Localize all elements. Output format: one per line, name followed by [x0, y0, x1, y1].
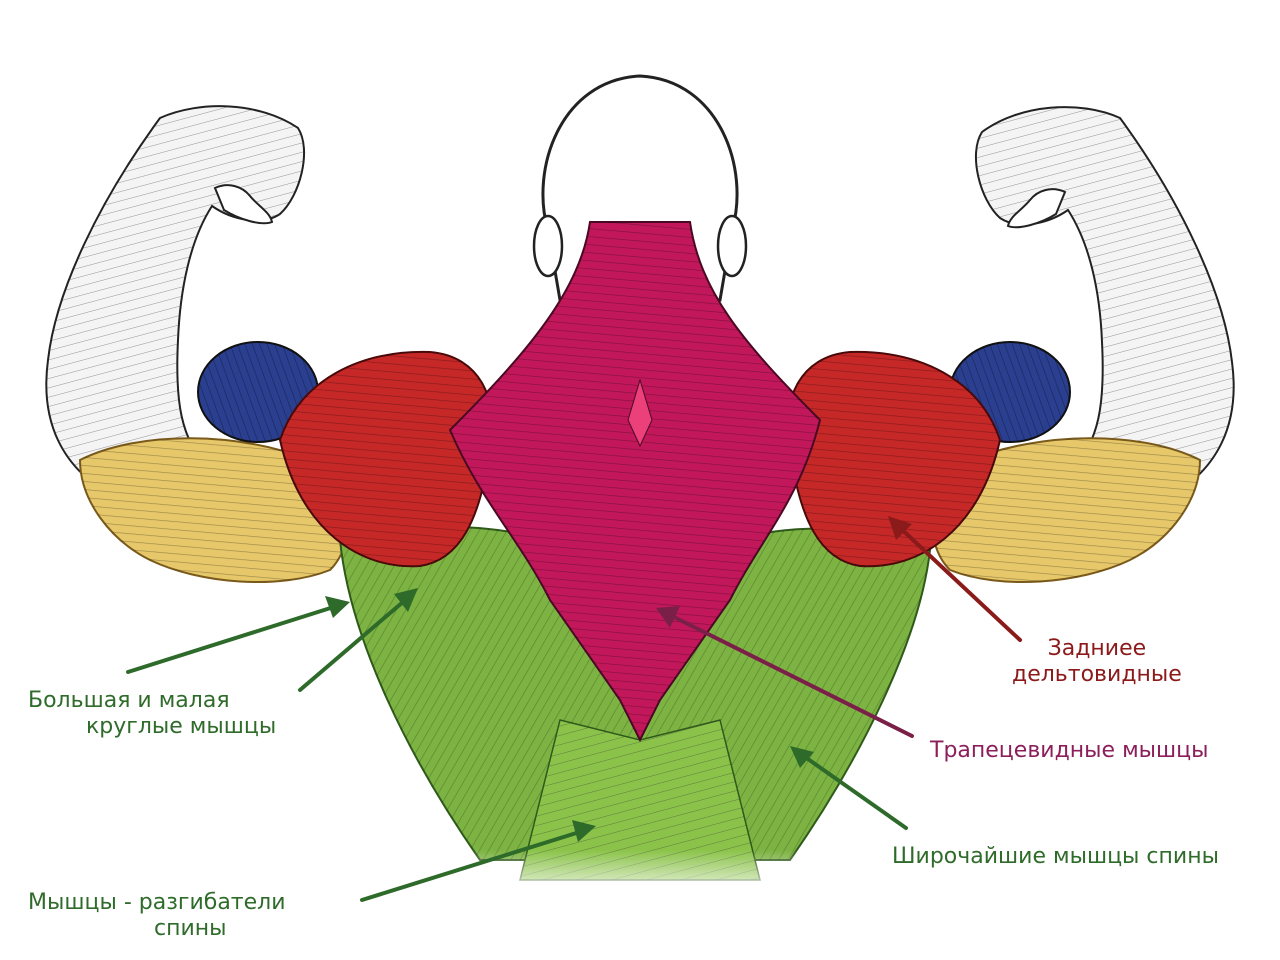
label-lats: Широчайшие мышцы спины — [892, 844, 1219, 870]
label-teres-line1: Большая и малая — [28, 688, 230, 713]
label-lats-text: Широчайшие мышцы спины — [892, 844, 1219, 869]
label-erectors-line1: Мышцы - разгибатели — [28, 890, 286, 915]
label-teres: Большая и малая круглые мышцы — [28, 688, 276, 740]
label-trapezius: Трапецевидные мышцы — [930, 738, 1209, 764]
arrow-trapezius — [656, 606, 914, 738]
label-trapezius-text: Трапецевидные мышцы — [930, 738, 1209, 763]
triceps — [78, 437, 1202, 584]
label-teres-line2: круглые мышцы — [86, 714, 277, 739]
label-rear-deltoids: Задниее дельтовидные — [1012, 636, 1182, 688]
label-rear-deltoids-line2: дельтовидные — [1012, 662, 1182, 687]
left-arm — [45, 105, 306, 502]
arrow-teres-2 — [298, 588, 418, 692]
label-erectors-line2: спины — [154, 916, 227, 941]
arrow-teres-1 — [126, 596, 350, 674]
arrow-rear-delts — [888, 516, 1022, 642]
label-rear-deltoids-line1: Задниее — [1047, 636, 1147, 661]
arrow-erectors — [360, 820, 596, 902]
right-arm — [974, 106, 1235, 504]
arrow-lats — [790, 746, 908, 830]
rear-deltoids — [278, 350, 1002, 568]
label-erectors: Мышцы - разгибатели спины — [28, 890, 286, 942]
